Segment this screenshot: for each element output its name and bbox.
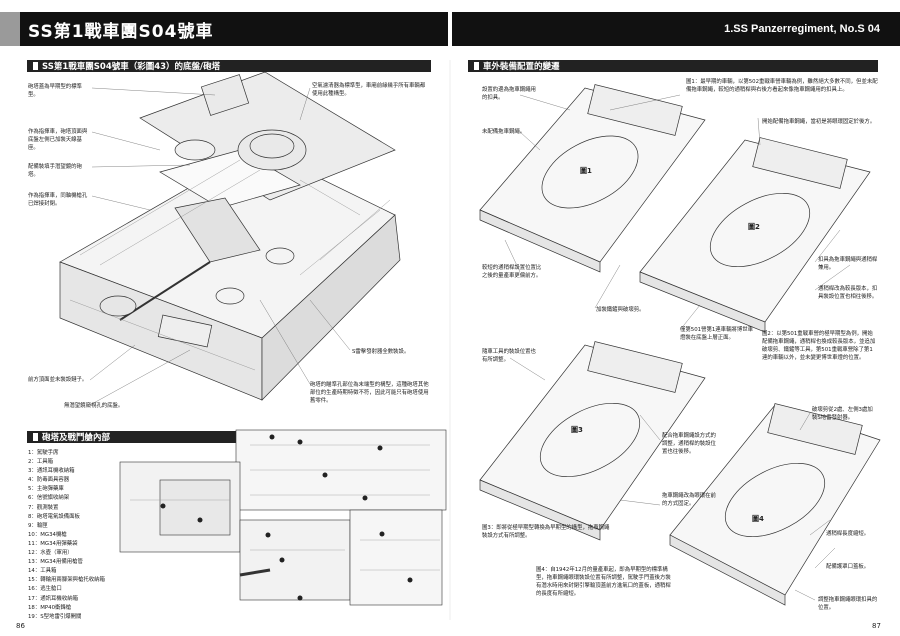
section-external-equipment: 車外裝備配置的變遷 <box>468 60 878 72</box>
callout-note: 隨車工具的裝設位置也有所調整。 <box>482 349 536 363</box>
right-page-title: 1.SS Panzerregiment, No.S 04 <box>724 23 880 35</box>
figure-label-3: 圖3 <box>571 426 583 434</box>
callout-note: 配備裝填手潛望鏡的砲塔。 <box>28 164 82 178</box>
legend-item: 1：駕駛手席 <box>28 450 59 456</box>
callout-note: 空氣濾清器為標準型，車廂前緣幾乎所有車輛都使用此種構型。 <box>312 83 426 97</box>
legend-item: 2：工具箱 <box>28 459 53 466</box>
figure-label-2: 圖2 <box>748 223 760 231</box>
callout-note: 設置約邊為拖車鋼繩用的扣具。 <box>482 87 536 101</box>
section-marker <box>33 62 38 70</box>
section-title: 車外裝備配置的變遷 <box>483 62 560 72</box>
callout-note: 僅第501營第1連車輛將博世車燈裝在底盤上層正面。 <box>680 327 754 341</box>
legend-item: 13：MG34用備用槍管 <box>28 559 83 566</box>
legend-item: 15：轉輪用兩腳架與槍托收納箱 <box>28 577 105 584</box>
callout-note: 配合拖車鋼繩設方式的調整，通稍桿的裝設位置也往後移。 <box>662 433 716 455</box>
callout-note: 無潛望鏡窺視孔的底盤。 <box>64 403 124 409</box>
interior-legend-list: 1：駕駛手席 2：工具箱 3：通訊耳機收納箱 4：防毒面具容器 5：主砲彈藥庫 … <box>28 449 105 622</box>
legend-item: 3：通訊耳機收納箱 <box>28 468 75 475</box>
header-accent-bar <box>0 12 20 46</box>
legend-item: 12：水壺（軍用） <box>28 550 73 557</box>
figure-caption-2: 圖2：以第501重戰車營的極早期型為例，開始配備拖車鋼繩，通稍桿也換成較長版本，… <box>762 331 876 361</box>
callout-note: S雷擊發射器全數裝設。 <box>352 349 410 355</box>
callout-note: 扣具為拖車鋼繩與通稍桿兼用。 <box>818 257 878 271</box>
figure-caption-1: 圖1：最早期的車輛，以第502重戰車營車輛為例，雖然絕大多數不同，但並未配備拖車… <box>686 79 878 93</box>
callout-note: 通稍桿長度縮短。 <box>826 531 870 537</box>
legend-item: 4：防毒面具容器 <box>28 477 70 484</box>
callout-note: 調整拖車鋼繩眼環扣具的位置。 <box>818 597 878 611</box>
callout-note: 較短的通稍桿設置位置比之後的量產車更偏前方。 <box>482 265 542 279</box>
legend-item: 19：S型地雷引爆開關 <box>28 613 82 620</box>
callout-note: 砲塔蓋為早期型的標準型。 <box>28 84 82 98</box>
left-page-title: SS第1戰車團S04號車 <box>28 21 214 42</box>
page-number-left: 86 <box>16 622 25 630</box>
figure-label-4: 圖4 <box>752 515 764 523</box>
left-page-header: SS第1戰車團S04號車 <box>0 12 448 46</box>
section-title: 砲塔及戰鬥艙內部 <box>42 433 111 443</box>
callout-note: 前方頂面並未裝設鏈子。 <box>28 377 88 383</box>
callout-note: 作為指揮車，同軸機槍孔已焊接封閉。 <box>28 193 88 207</box>
legend-item: 17：通訊耳機收納箱 <box>28 595 78 602</box>
legend-item: 6：信號旗收納架 <box>28 495 70 502</box>
tank-drawing <box>59 71 401 406</box>
figure-label-1: 圖1 <box>580 167 592 175</box>
callout-note: 開始配備拖車鋼繩，當初是將眼環固定於後方。 <box>762 119 876 125</box>
callout-note: 破壞剪從2處、左側3處加裝S地雷發射器。 <box>812 407 873 421</box>
legend-item: 9：輸匣 <box>28 522 48 529</box>
legend-item: 7：觀測裝置 <box>28 504 59 511</box>
section-turret-chassis: SS第1戰車團S04號車（彩圖43）的底盤/砲塔 <box>27 60 431 72</box>
callout-note: 未配備拖車鋼繩。 <box>482 129 526 135</box>
right-page-header: 1.SS Panzerregiment, No.S 04 <box>452 12 900 46</box>
legend-item: 11：MG34用彈藥袋 <box>28 540 78 547</box>
legend-item: 5：主砲彈藥庫 <box>28 486 64 493</box>
hull-diagrams <box>479 84 881 606</box>
callout-note: 配備護罩口蓋板。 <box>826 564 870 570</box>
section-marker <box>474 62 479 70</box>
legend-item: 18：MP40衝鋒槍 <box>28 604 72 611</box>
page-number-right: 87 <box>872 622 881 630</box>
legend-item: 14：工具箱 <box>28 568 57 575</box>
legend-item: 8：砲塔電氣設備面板 <box>28 513 80 520</box>
figure-caption-3: 圖3：即將從極早期型轉換為早期型的構型，拖車鋼繩裝設方式有所調整。 <box>482 525 610 539</box>
section-marker <box>33 433 38 441</box>
callout-note: 砲塔的瞄準孔部位為末端型的構型，這種砲塔其他部位的生產時期特徵不符，因此可能只有… <box>310 382 429 404</box>
callout-note: 加裝鐵鏟與破壞剪。 <box>596 307 645 313</box>
callout-note: 通稍桿改為較長版本，扣具裝設位置也相往後移。 <box>818 286 878 300</box>
figure-caption-4: 圖4：自1942年12月的量產車起，即為早期型的標準構型，拖車鋼繩眼環裝設位置有… <box>536 567 671 597</box>
callout-note: 作為指揮車，砲塔頂面與底盤左側已加裝天線基座。 <box>28 129 88 151</box>
section-title: SS第1戰車團S04號車（彩圖43）的底盤/砲塔 <box>42 62 221 72</box>
callout-note: 拖車鋼繩改為眼環在前的方式固定。 <box>662 493 716 507</box>
legend-item: 10：MG34機槍 <box>28 531 67 538</box>
legend-item: 16：逃生艙口 <box>28 586 62 593</box>
interior-drawings <box>119 429 447 606</box>
